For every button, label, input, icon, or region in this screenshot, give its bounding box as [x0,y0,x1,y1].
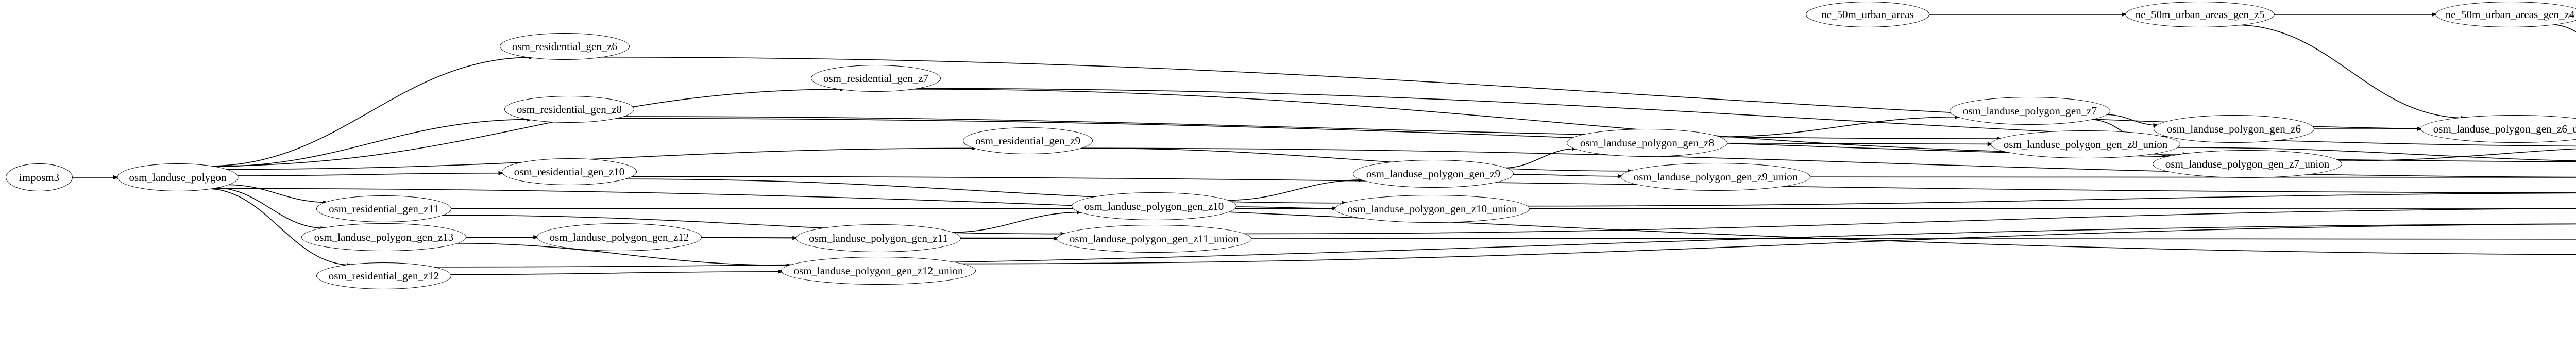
edge-osm_landuse_polygon_gen_z9-to-osm_landuse_polygon_gen_z9_union [1512,174,1623,178]
node-osm_landuse_polygon_gen_z7_union[interactable]: osm_landuse_polygon_gen_z7_union [2153,150,2342,178]
node-label: osm_residential_gen_z10 [514,165,625,178]
edge-osm_landuse_polygon-to-osm_residential_gen_z7 [206,87,846,167]
node-label: osm_landuse_polygon_gen_z6_union [2433,122,2576,135]
edge-osm_residential_gen_z10-to-layer_landuse:z10 [630,176,2576,193]
edge-osm_residential_gen_z11-to-osm_landuse_polygon_gen_z11_union [440,215,1066,236]
node-label: osm_residential_gen_z6 [512,40,618,53]
edge-osm_landuse_polygon_gen_z13-to-osm_landuse_polygon_gen_z12_union [454,243,792,268]
edge-osm_landuse_polygon_gen_z12_union-to-layer_landuse:z12 [958,223,2576,265]
edge-osm_landuse_polygon-to-osm_residential_gen_z8 [210,117,533,168]
node-osm_landuse_polygon_gen_z13[interactable]: osm_landuse_polygon_gen_z13 [301,223,466,251]
edge-osm_residential_gen_z12-to-layer_landuse:z12 [430,223,2576,268]
node-label: osm_residential_gen_z9 [975,134,1081,147]
edge-osm_residential_gen_z9-to-layer_landuse:z9 [1078,147,2576,178]
node-osm_landuse_polygon_gen_z6_union[interactable]: osm_landuse_polygon_gen_z6_union [2420,115,2576,143]
edge-osm_landuse_polygon_gen_z8-to-osm_landuse_polygon_gen_z7 [1717,114,1961,138]
edge-osm_residential_gen_z7-to-layer_landuse:z7 [912,88,2576,147]
edge-osm_residential_gen_z12-to-osm_landuse_polygon_gen_z12_union [449,269,784,275]
edge-osm_landuse_polygon-to-osm_residential_gen_z9 [224,146,978,170]
edge-ne_50m_urban_areas_gen_z4-to-layer_landuse:z4 [2550,24,2576,32]
node-label: osm_landuse_polygon_gen_z8 [1580,136,1715,149]
edge-osm_landuse_polygon-to-osm_landuse_polygon_gen_z13 [213,187,327,231]
node-label: osm_landuse_polygon_gen_z11 [809,232,948,244]
node-osm_residential_gen_z6[interactable]: osm_residential_gen_z6 [500,33,630,60]
node-label: osm_landuse_polygon_gen_z7_union [2165,157,2330,170]
node-label: osm_residential_gen_z7 [823,72,929,85]
node-osm_landuse_polygon_gen_z12[interactable]: osm_landuse_polygon_gen_z12 [537,223,702,251]
edge-osm_residential_gen_z7-to-osm_landuse_polygon_gen_z7_union [907,88,2189,156]
edge-osm_landuse_polygon-to-osm_residential_gen_z12 [206,188,353,268]
node-label: osm_landuse_polygon_gen_z7 [1962,104,2097,117]
node-label: osm_landuse_polygon [129,171,227,184]
node-osm_landuse_polygon_gen_z11[interactable]: osm_landuse_polygon_gen_z11 [796,224,961,252]
edge-osm_landuse_polygon_gen_z8-to-osm_landuse_polygon_gen_z8_union [1725,142,1993,146]
node-osm_landuse_polygon_gen_z9_union[interactable]: osm_landuse_polygon_gen_z9_union [1621,163,1810,191]
node-label: osm_landuse_polygon_gen_z12_union [793,264,963,277]
edge-osm_landuse_polygon_gen_z7_union-to-layer_landuse:z7 [2337,148,2576,161]
node-ne_50m_urban_areas_gen_z4[interactable]: ne_50m_urban_areas_gen_z4 [2435,2,2576,27]
node-label: ne_50m_urban_areas_gen_z5 [2135,8,2265,21]
node-osm_landuse_polygon_gen_z10[interactable]: osm_landuse_polygon_gen_z10 [1072,192,1236,220]
node-label: osm_landuse_polygon_gen_z8_union [2003,138,2168,151]
node-imposm3[interactable]: imposm3 [6,163,73,191]
edge-osm_residential_gen_z11-to-layer_landuse:z11 [450,208,2576,209]
node-ne_50m_urban_areas_gen_z5[interactable]: ne_50m_urban_areas_gen_z5 [2125,2,2275,27]
node-osm_landuse_polygon_gen_z11_union[interactable]: osm_landuse_polygon_gen_z11_union [1057,225,1251,253]
node-label: osm_landuse_polygon_gen_z13 [314,231,454,243]
edge-osm_residential_gen_z9-to-osm_landuse_polygon_gen_z9_union [1079,147,1634,173]
edge-osm_landuse_polygon-to-osm_residential_gen_z11 [226,184,328,205]
node-osm_landuse_polygon_gen_z7[interactable]: osm_landuse_polygon_gen_z7 [1950,97,2110,125]
node-label: ne_50m_urban_areas_gen_z4 [2445,8,2575,21]
node-osm_landuse_polygon_gen_z6[interactable]: osm_landuse_polygon_gen_z6 [2154,115,2314,143]
node-label: imposm3 [19,171,60,184]
node-label: osm_landuse_polygon_gen_z11_union [1069,232,1239,245]
node-label: osm_residential_gen_z12 [328,269,439,282]
node-label: osm_landuse_polygon_gen_z9_union [1633,170,1798,183]
edge-osm_residential_gen_z10-to-osm_landuse_polygon_gen_z10_union [622,178,1348,205]
node-label: osm_landuse_polygon_gen_z12 [549,231,689,243]
node-osm_residential_gen_z11[interactable]: osm_residential_gen_z11 [316,195,451,222]
node-osm_landuse_polygon_gen_z12_union[interactable]: osm_landuse_polygon_gen_z12_union [781,257,976,285]
node-label: ne_50m_urban_areas [1821,8,1914,21]
node-label: osm_landuse_polygon_gen_z10 [1084,200,1224,212]
node-osm_residential_gen_z7[interactable]: osm_residential_gen_z7 [811,65,941,92]
edge-osm_landuse_polygon_gen_z10-to-osm_landuse_polygon_gen_z9 [1225,177,1365,201]
node-osm_residential_gen_z12[interactable]: osm_residential_gen_z12 [316,262,451,289]
edge-osm_landuse_polygon_gen_z10-to-osm_landuse_polygon_gen_z10_union [1234,206,1337,211]
node-osm_residential_gen_z8[interactable]: osm_residential_gen_z8 [504,96,634,123]
node-label: osm_landuse_polygon_gen_z10_union [1347,202,1517,215]
node-ne_50m_urban_areas[interactable]: ne_50m_urban_areas [1806,2,1929,27]
node-osm_landuse_polygon_gen_z9[interactable]: osm_landuse_polygon_gen_z9 [1353,160,1514,188]
node-label: osm_landuse_polygon_gen_z9 [1366,167,1501,180]
node-osm_landuse_polygon_gen_z8_union[interactable]: osm_landuse_polygon_gen_z8_union [1991,130,2180,158]
edge-ne_50m_urban_areas_gen_z5-to-osm_landuse_polygon_gen_z6_union [2235,24,2467,120]
edge-osm_landuse_polygon_gen_z11-to-osm_landuse_polygon_gen_z10 [950,210,1083,233]
node-osm_landuse_polygon[interactable]: osm_landuse_polygon [117,163,239,191]
edge-osm_residential_gen_z8-to-osm_landuse_polygon_gen_z8_union [621,116,2003,141]
edge-osm_landuse_polygon_gen_z9-to-osm_landuse_polygon_gen_z8 [1503,146,1578,169]
node-osm_landuse_polygon_gen_z8[interactable]: osm_landuse_polygon_gen_z8 [1567,129,1727,157]
node-label: osm_residential_gen_z11 [329,202,439,215]
node-label: osm_landuse_polygon_gen_z6 [2166,122,2301,135]
node-osm_residential_gen_z10[interactable]: osm_residential_gen_z10 [502,158,637,185]
edge-osm_landuse_polygon_gen_z11_union-to-layer_landuse:z11 [1242,208,2576,235]
edge-osm_landuse_polygon_gen_z8_union-to-layer_landuse:z8 [2176,147,2576,161]
edge-osm_landuse_polygon-to-osm_residential_gen_z6 [206,55,535,167]
node-label: osm_residential_gen_z8 [516,103,622,116]
edge-osm_landuse_polygon_gen_z10_union-to-layer_landuse:z10 [1525,192,2576,207]
edge-osm_landuse_polygon_gen_z7-to-osm_landuse_polygon_gen_z6 [2105,114,2159,127]
edge-osm_landuse_polygon-to-osm_residential_gen_z10 [236,171,504,176]
node-osm_landuse_polygon_gen_z10_union[interactable]: osm_landuse_polygon_gen_z10_union [1335,195,1530,223]
node-osm_residential_gen_z9[interactable]: osm_residential_gen_z9 [963,127,1093,154]
edge-osm_landuse_polygon_gen_z11-to-osm_landuse_polygon_gen_z11_union [959,236,1059,241]
